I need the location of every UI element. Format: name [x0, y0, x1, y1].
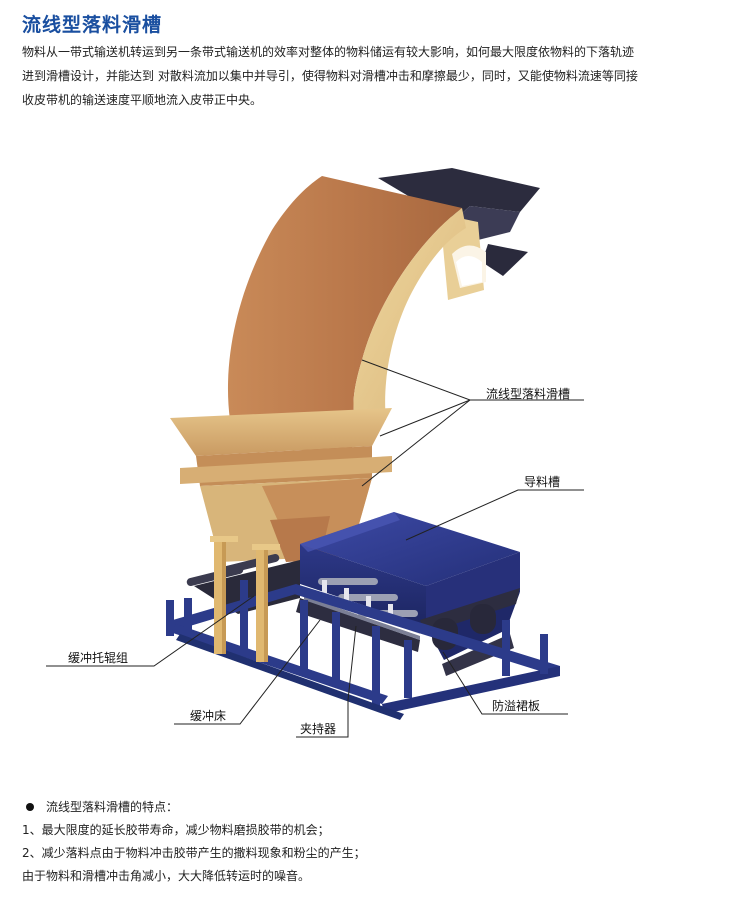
label-chute: 流线型落料滑槽 [486, 387, 570, 401]
intro-line: 物料从一带式输送机转运到另一条带式输送机的效率对整体的物料储运有较大影响，如何最… [22, 45, 635, 59]
support-posts [210, 536, 280, 662]
callout-lines [46, 359, 584, 738]
streamlined-chute [227, 176, 466, 450]
features-heading-row: 流线型落料滑槽的特点： [22, 796, 712, 819]
page-title: 流线型落料滑槽 [22, 14, 163, 36]
label-skirt-board: 防溢裙板 [492, 698, 540, 713]
features-heading: 流线型落料滑槽的特点： [46, 800, 179, 814]
label-buffer-idler: 缓冲托辊组 [68, 650, 128, 665]
intro-line: 收皮带机的输送速度平顺地流入皮带正中央。 [22, 93, 263, 107]
bullet-icon [26, 802, 34, 811]
intro-paragraph: 物料从一带式输送机转运到另一条带式输送机的效率对整体的物料储运有较大影响，如何最… [22, 40, 712, 112]
label-buffer-bed: 缓冲床 [190, 708, 226, 723]
support-frame [166, 580, 560, 720]
feature-item: 1、最大限度的延长胶带寿命，减少物料磨损胶带的机会； [22, 823, 330, 837]
label-clamp: 夹持器 [300, 721, 336, 736]
clamp-bars [322, 580, 393, 618]
intro-line: 进到滑槽设计，并能达到 对散料流加以集中并导引，使得物料对滑槽冲击和摩擦最少，同… [22, 69, 638, 83]
features-section: 流线型落料滑槽的特点： 1、最大限度的延长胶带寿命，减少物料磨损胶带的机会； 2… [22, 796, 712, 888]
feature-item: 2、减少落料点由于物料冲击胶带产生的撒料现象和粉尘的产生； [22, 846, 366, 860]
label-guide-trough: 导料槽 [524, 475, 560, 489]
feature-item: 由于物料和滑槽冲击角减小，大大降低转运时的噪音。 [22, 869, 311, 883]
